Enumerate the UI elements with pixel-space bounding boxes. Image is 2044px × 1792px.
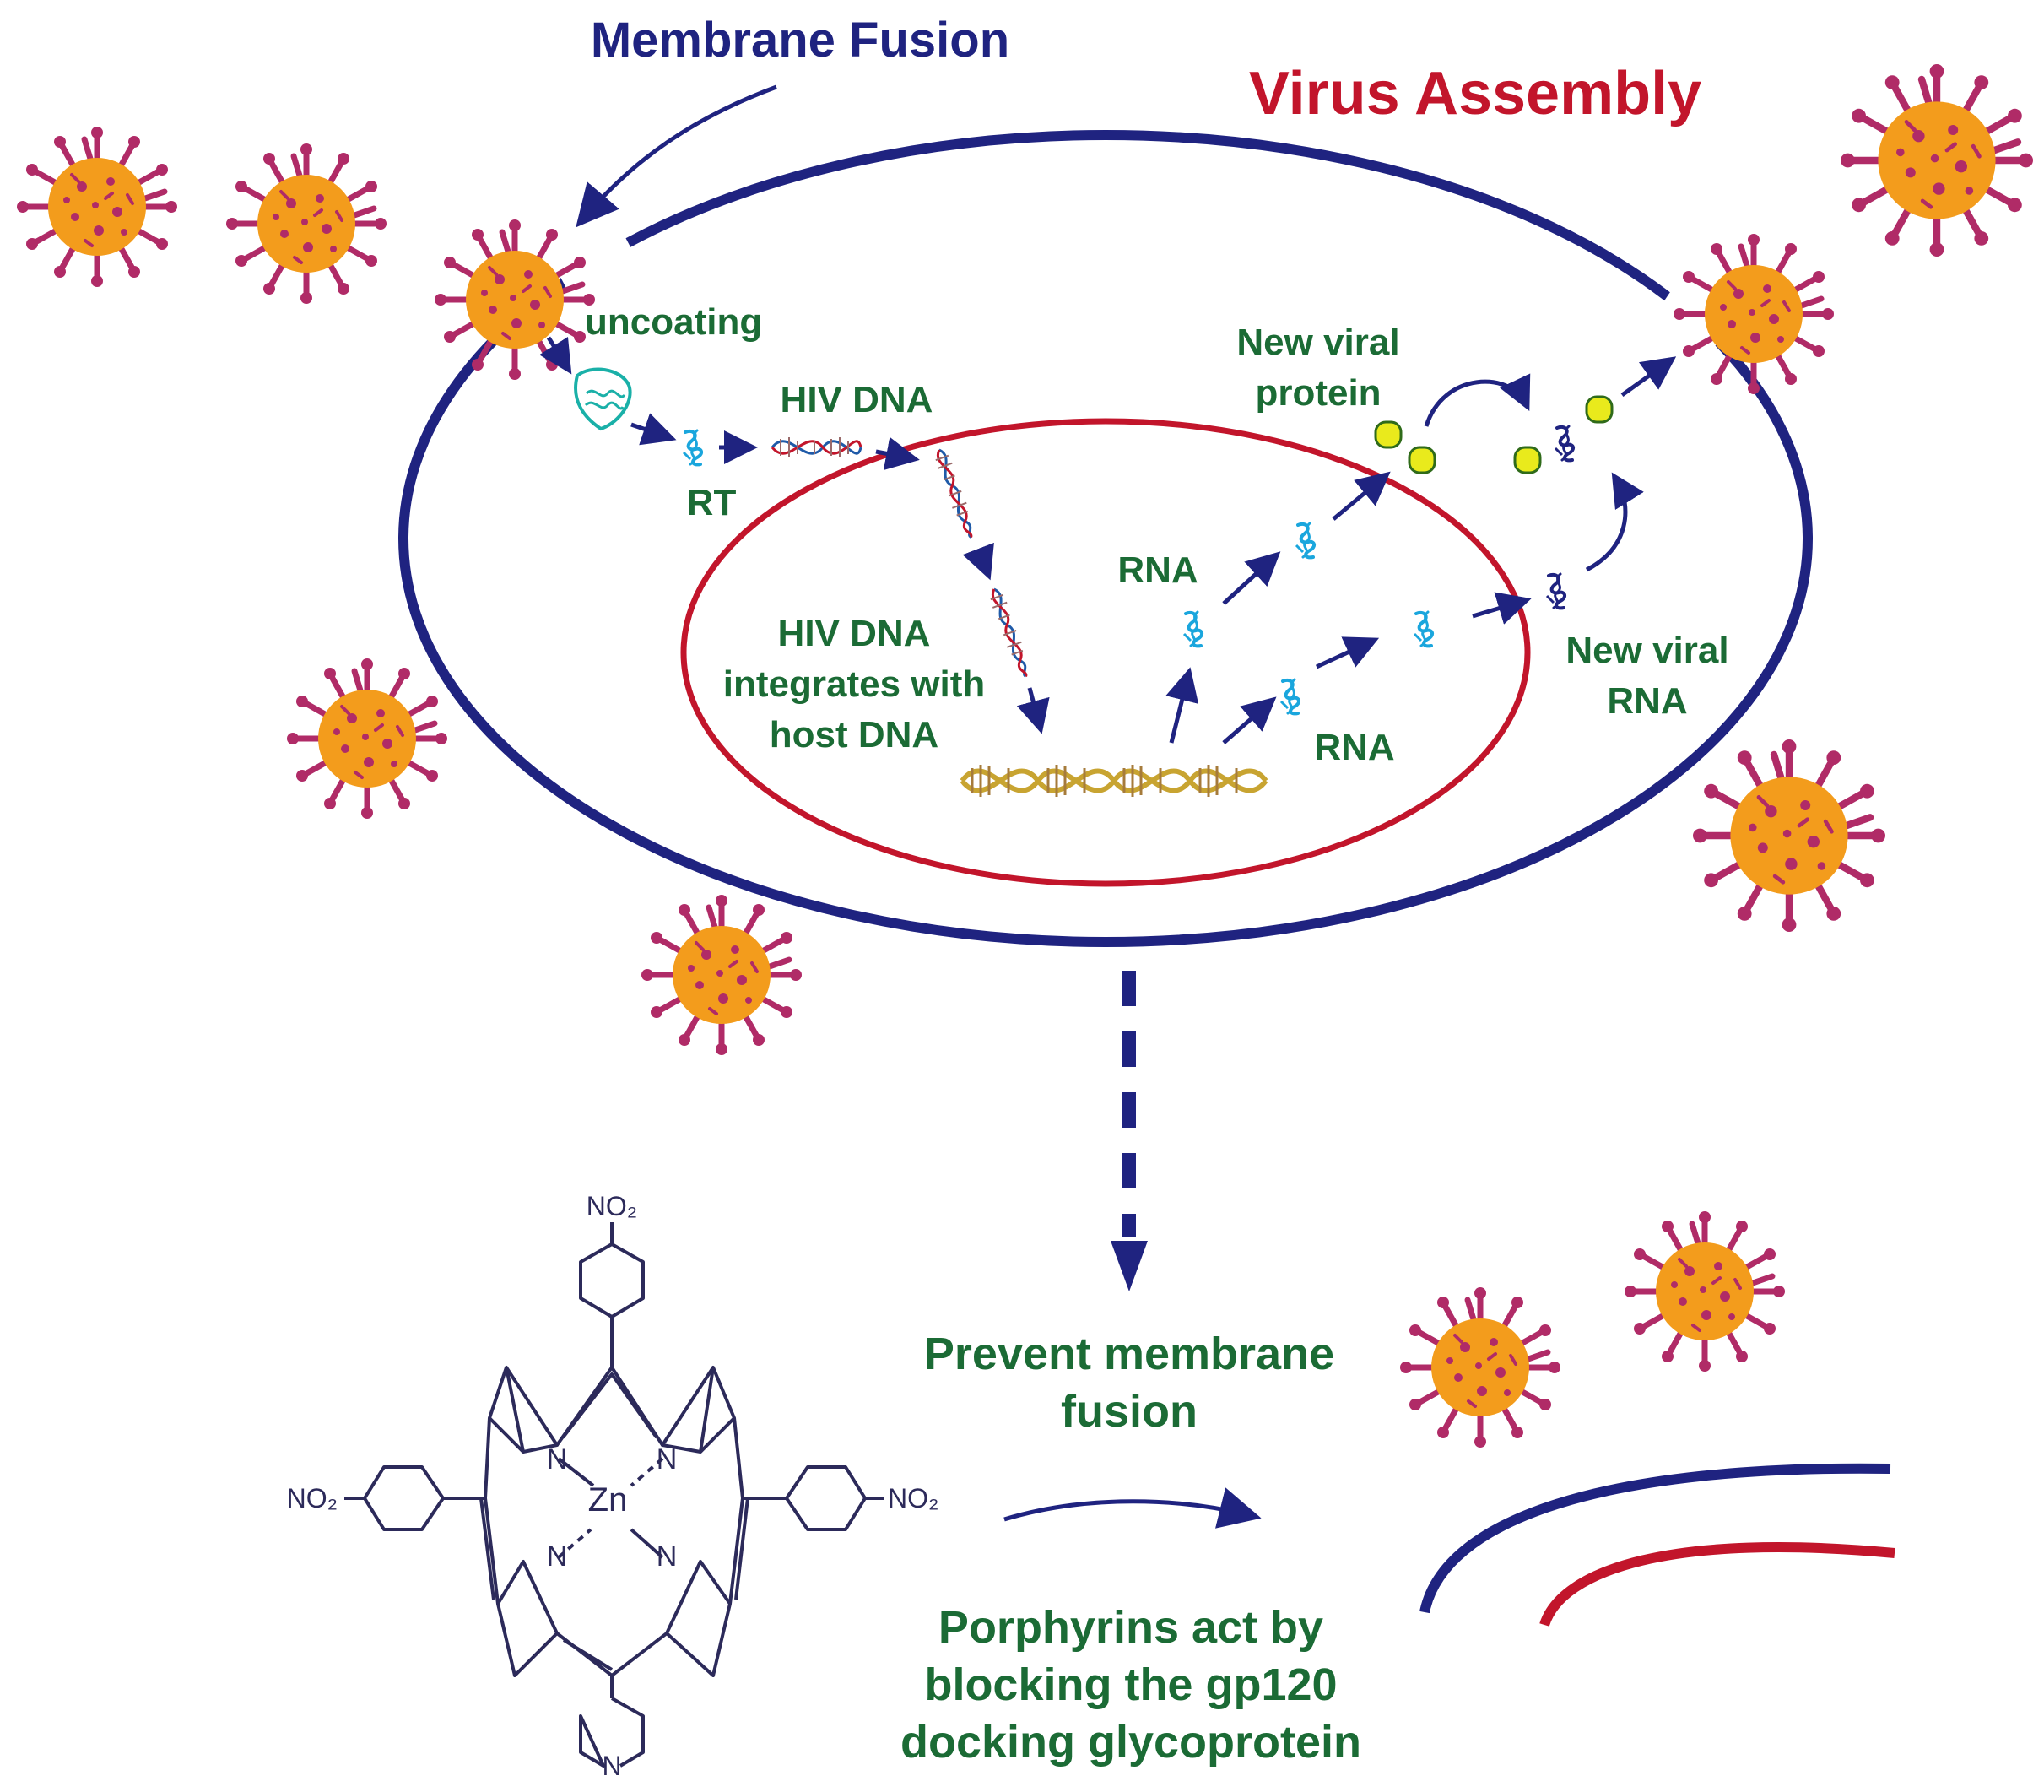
prevent-label-2: fusion <box>1061 1386 1198 1437</box>
prevent-label-1: Prevent membrane <box>924 1329 1334 1379</box>
virus-assembly-title: Virus Assembly <box>1249 60 1701 127</box>
dna-icon <box>935 448 973 539</box>
rna-icon <box>1279 678 1301 716</box>
nitrogen-label: N <box>657 1540 678 1573</box>
protein-icon <box>1374 420 1403 449</box>
dna-icon <box>771 437 862 457</box>
nitrogen-label: N <box>657 1443 678 1475</box>
rna-icon <box>1413 610 1435 648</box>
membrane-fusion-title: Membrane Fusion <box>591 13 1009 68</box>
protein-icon <box>1513 446 1542 474</box>
protein-icon <box>1585 395 1614 424</box>
virus-icon <box>287 658 447 819</box>
integration-label-3: host DNA <box>770 714 938 755</box>
porphyrin-labels: Zn N N N N NO₂ NO₂ NO₂ N <box>287 1191 939 1781</box>
virus-icon <box>1625 1211 1785 1372</box>
rna-upper-label: RNA <box>1117 550 1198 591</box>
host-membrane-segment <box>1419 1463 1891 1614</box>
rna-icon <box>1295 522 1317 560</box>
rt-label: RT <box>687 482 737 523</box>
pyridine-nitrogen: N <box>602 1751 621 1781</box>
nitro-group-right: NO₂ <box>888 1483 938 1513</box>
fusion-arrow <box>576 84 777 228</box>
rna-icon <box>1554 425 1576 463</box>
cell-membrane <box>398 130 1813 947</box>
nitrogen-label: N <box>547 1443 568 1475</box>
new-protein-label-2: protein <box>1255 372 1381 414</box>
virus-icon <box>1693 739 1885 932</box>
rna-icon <box>682 429 704 467</box>
dna-icon <box>990 587 1028 678</box>
hiv-dna-label: HIV DNA <box>781 379 933 420</box>
capsid-icon <box>574 367 632 431</box>
nucleus-membrane <box>680 418 1531 887</box>
virus-icon <box>1841 64 2033 257</box>
new-rna-label-2: RNA <box>1607 680 1687 722</box>
rna-icon <box>1545 572 1567 610</box>
new-protein-label-1: New viral <box>1236 322 1399 363</box>
porphyrin-label-2: blocking the gp120 <box>924 1659 1337 1710</box>
integration-label-2: integrates with <box>723 663 986 705</box>
virus-icon <box>641 895 802 1055</box>
uncoating-label: uncoating <box>585 301 762 343</box>
nitro-group-left: NO₂ <box>287 1483 338 1513</box>
integration-label-1: HIV DNA <box>778 613 931 654</box>
new-rna-label-1: New viral <box>1565 630 1728 671</box>
nitrogen-label: N <box>547 1540 568 1573</box>
nucleus-membrane-segment <box>1539 1542 1895 1627</box>
virus-icon <box>226 143 387 304</box>
porphyrin-label-3: docking glycoprotein <box>900 1717 1361 1768</box>
zinc-atom-label: Zn <box>588 1481 628 1519</box>
rna-icon <box>1182 610 1204 648</box>
virus-icon <box>17 127 177 287</box>
virus-icon <box>1400 1287 1560 1448</box>
host-dna-icon <box>960 765 1268 797</box>
protein-icon <box>1408 446 1436 474</box>
prevent-arrow <box>1003 1487 1262 1529</box>
porphyrin-label-1: Porphyrins act by <box>938 1602 1323 1653</box>
rna-lower-label: RNA <box>1314 727 1394 768</box>
porphyrin-molecule <box>344 1222 884 1768</box>
nitro-group-top: NO₂ <box>587 1191 637 1221</box>
